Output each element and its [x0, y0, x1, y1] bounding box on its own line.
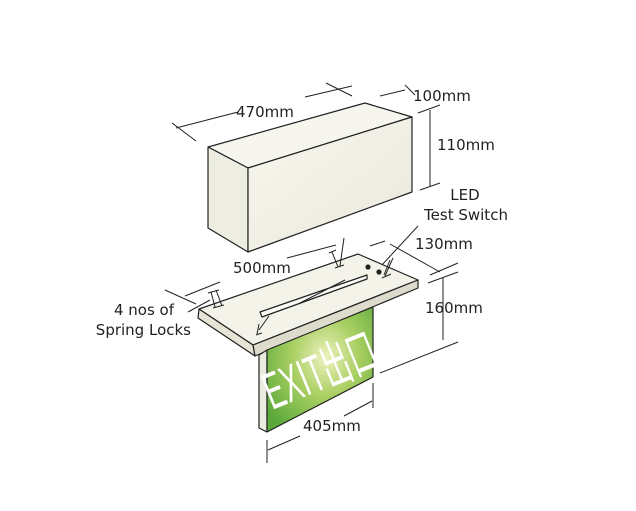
- label-spring-locks: Spring Locks: [96, 321, 191, 339]
- spring-locks: [207, 237, 394, 336]
- label-total-height: 160mm: [425, 299, 483, 317]
- box-dimension-lines: [171, 82, 441, 267]
- led-indicator-icon: [365, 264, 371, 270]
- test-switch-icon: [376, 269, 382, 275]
- label-box-width: 470mm: [236, 103, 294, 121]
- label-box-height: 110mm: [437, 136, 495, 154]
- exit-panel: EXIT出口: [254, 306, 386, 433]
- label-plate-depth: 130mm: [415, 235, 473, 253]
- label-plate-width: 500mm: [233, 259, 291, 277]
- plate-dimension-lines: [164, 240, 459, 463]
- label-box-depth: 100mm: [413, 87, 471, 105]
- battery-box: [207, 102, 413, 253]
- label-spring-locks-count: 4 nos of: [114, 301, 175, 319]
- label-led: LED: [450, 186, 479, 204]
- label-panel-width: 405mm: [303, 417, 361, 435]
- label-test-switch: Test Switch: [423, 206, 508, 224]
